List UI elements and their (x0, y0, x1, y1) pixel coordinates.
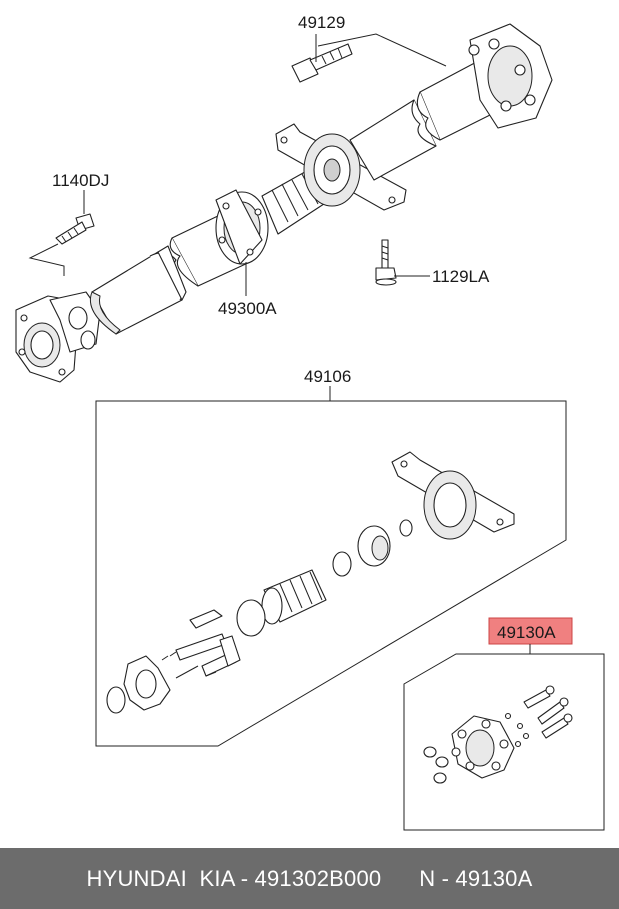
label-49300A: 49300A (218, 299, 277, 318)
kit-49130A-frame (403, 653, 605, 831)
label-49106: 49106 (304, 367, 351, 386)
cv-joint (215, 189, 269, 265)
coupling-bolts (523, 685, 573, 739)
parts-diagram: 49129 1140DJ 1129LA 49300A 49106 (15, 13, 605, 831)
kit-dust-cover (357, 525, 391, 567)
kit-clamp-ring (236, 599, 266, 637)
kit-boot (261, 569, 327, 625)
front-tube (90, 245, 187, 335)
footer-part-number: HYUNDAI KIA - 491302B000 N - 49130A (0, 848, 619, 909)
leader-lines-top (28, 33, 447, 296)
center-bearing (275, 123, 407, 211)
highlight-49130A (488, 617, 573, 645)
kit-small-ring (399, 519, 413, 537)
kit-49106-frame (95, 400, 567, 747)
rear-flex-coupling (468, 23, 553, 129)
kit-o-ring (106, 686, 126, 714)
label-1140DJ: 1140DJ (52, 171, 109, 190)
front-flange-yoke (15, 291, 101, 383)
bolt-49129 (291, 43, 353, 83)
kit-clamp-bolts (161, 609, 241, 679)
bolt-1129LA (375, 239, 397, 286)
label-49129: 49129 (298, 13, 345, 32)
flex-coupling-disc (451, 715, 515, 779)
propeller-shaft-assembly (15, 23, 553, 383)
label-49130A: 49130A (497, 623, 556, 642)
bolt-1140DJ (55, 213, 95, 245)
label-1129LA: 1129LA (432, 267, 490, 286)
kit-49130A: 49130A (403, 617, 605, 831)
kit-49106: 49106 (95, 367, 567, 747)
kit-bearing-bracket (391, 451, 515, 540)
coupling-nuts (423, 712, 530, 784)
kit-ring (332, 551, 352, 577)
